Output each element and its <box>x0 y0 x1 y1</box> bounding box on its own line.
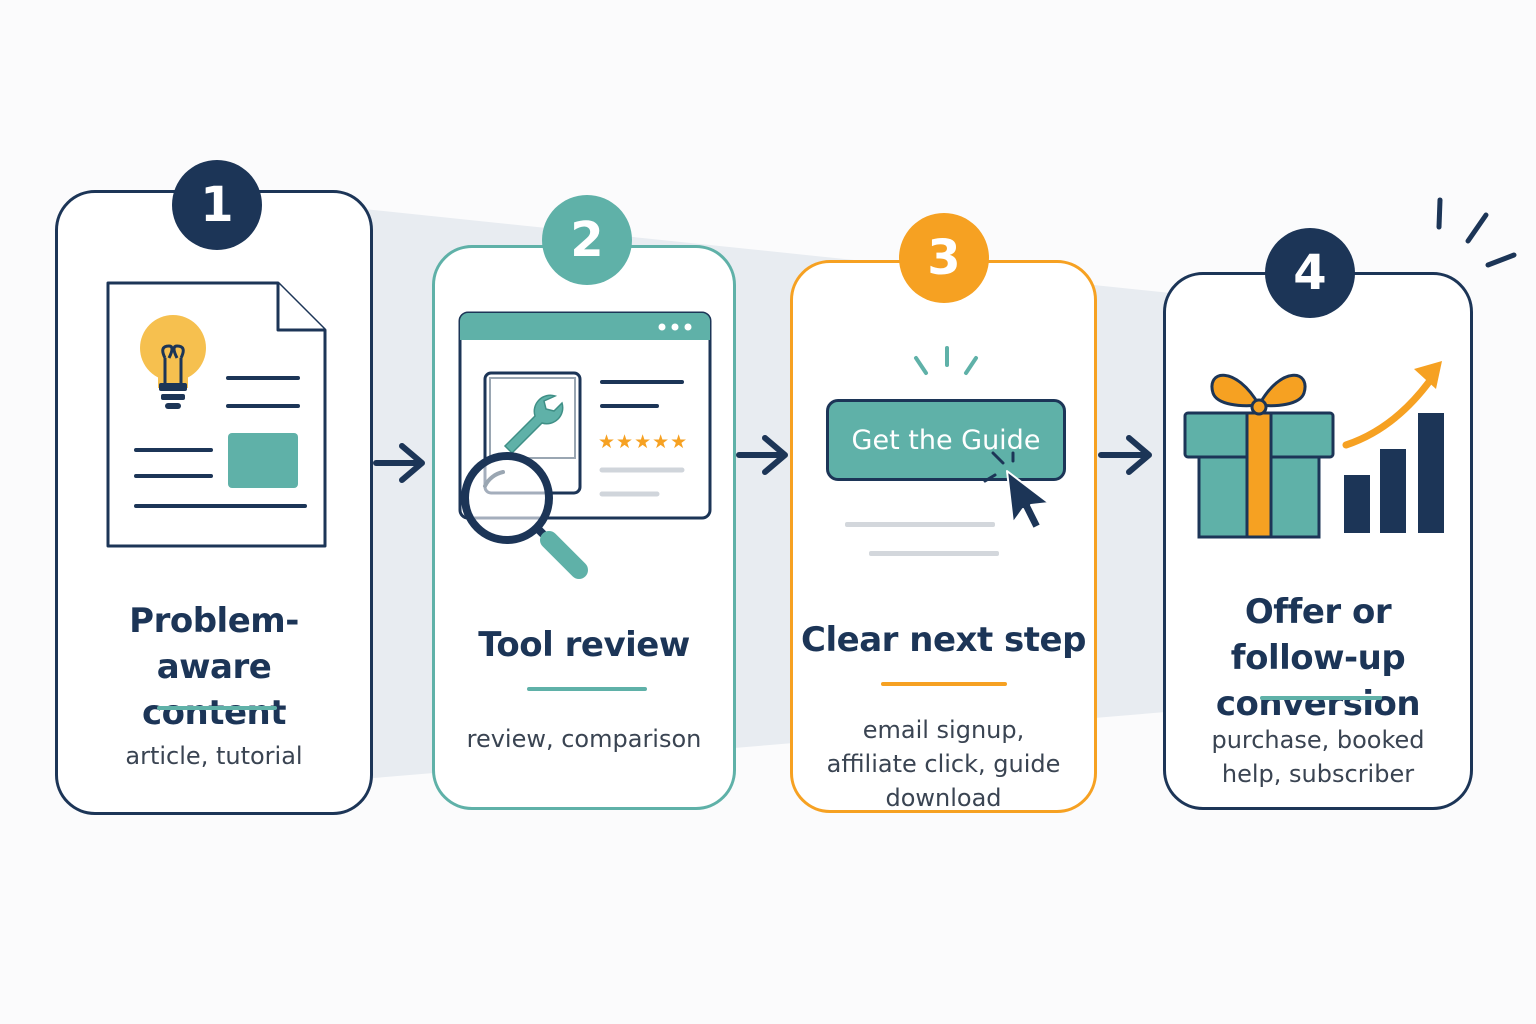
placeholder-line <box>845 522 995 527</box>
step-card-2: ★★★★★ Tool review review, comparison <box>432 245 736 810</box>
step-description: article, tutorial <box>125 742 303 770</box>
flow-arrow-icon <box>736 435 788 475</box>
step-card-4: Offer or follow-up conversion purchase, … <box>1163 272 1473 810</box>
flow-arrow-icon <box>1098 435 1152 475</box>
gift-icon <box>1183 373 1335 539</box>
cta-button-label: Get the Guide <box>851 424 1041 456</box>
step-title: Offer or follow-up conversion <box>1215 592 1421 724</box>
step-card-3: Get the Guide Clear next step email sign… <box>790 260 1097 813</box>
step-card-1: Problem-aware content article, tutorial <box>55 190 373 815</box>
flow-arrow-icon <box>373 443 425 483</box>
step-description: purchase, booked help, subscriber <box>1211 726 1425 788</box>
growth-chart-icon <box>1342 361 1444 533</box>
star-rating-icon: ★★★★★ <box>598 431 689 453</box>
cta-button[interactable]: Get the Guide <box>826 399 1066 481</box>
placeholder-line <box>869 551 999 556</box>
step-divider <box>1260 696 1382 700</box>
step-number-badge: 4 <box>1265 228 1355 318</box>
cursor-icon <box>983 451 1050 530</box>
step-title: Tool review <box>478 625 690 665</box>
step-description: review, comparison <box>466 725 702 753</box>
step-description: email signup, affiliate click, guide dow… <box>826 716 1061 812</box>
wrench-icon <box>503 394 564 455</box>
step-divider <box>527 687 647 691</box>
click-burst-icon <box>914 346 978 375</box>
lightbulb-icon <box>140 315 206 409</box>
step-title: Clear next step <box>801 620 1086 660</box>
step-title: Problem-aware content <box>129 601 299 733</box>
step-number-badge: 3 <box>899 213 989 303</box>
step-divider <box>881 682 1007 686</box>
sparkle-burst-icon <box>1436 197 1517 268</box>
step-number-badge: 2 <box>542 195 632 285</box>
magnifier-icon <box>461 452 588 579</box>
step-number-badge: 1 <box>172 160 262 250</box>
step-divider <box>157 706 277 710</box>
